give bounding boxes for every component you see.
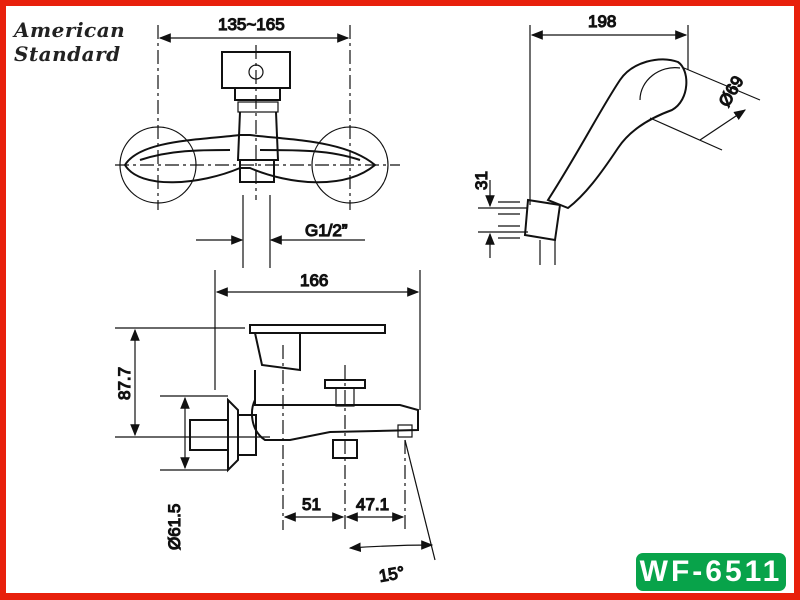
dim-hand-shower-diameter: Ø69 <box>715 73 748 110</box>
dim-offset-2: 47.1 <box>356 495 389 514</box>
dim-body-length: 166 <box>300 271 328 290</box>
dim-angle: 15° <box>377 563 406 586</box>
hand-shower-view <box>478 25 761 265</box>
brand-line-2: Standard <box>14 42 121 66</box>
top-view <box>115 25 400 268</box>
dim-height: 87.7 <box>115 367 134 400</box>
dim-holder-height: 31 <box>472 171 491 190</box>
dim-top-width: 135~165 <box>218 15 285 34</box>
drawing-sheet <box>6 6 794 593</box>
brand-logo: American Standard <box>14 18 125 66</box>
dim-offset-1: 51 <box>302 495 321 514</box>
dim-hand-shower-length: 198 <box>588 12 616 31</box>
brand-line-1: American <box>14 18 126 42</box>
model-badge: WF-6511 <box>636 553 786 591</box>
dim-escutcheon-diameter: Ø61.5 <box>165 504 184 550</box>
dim-thread: G1/2” <box>305 221 348 240</box>
front-view <box>115 270 436 561</box>
